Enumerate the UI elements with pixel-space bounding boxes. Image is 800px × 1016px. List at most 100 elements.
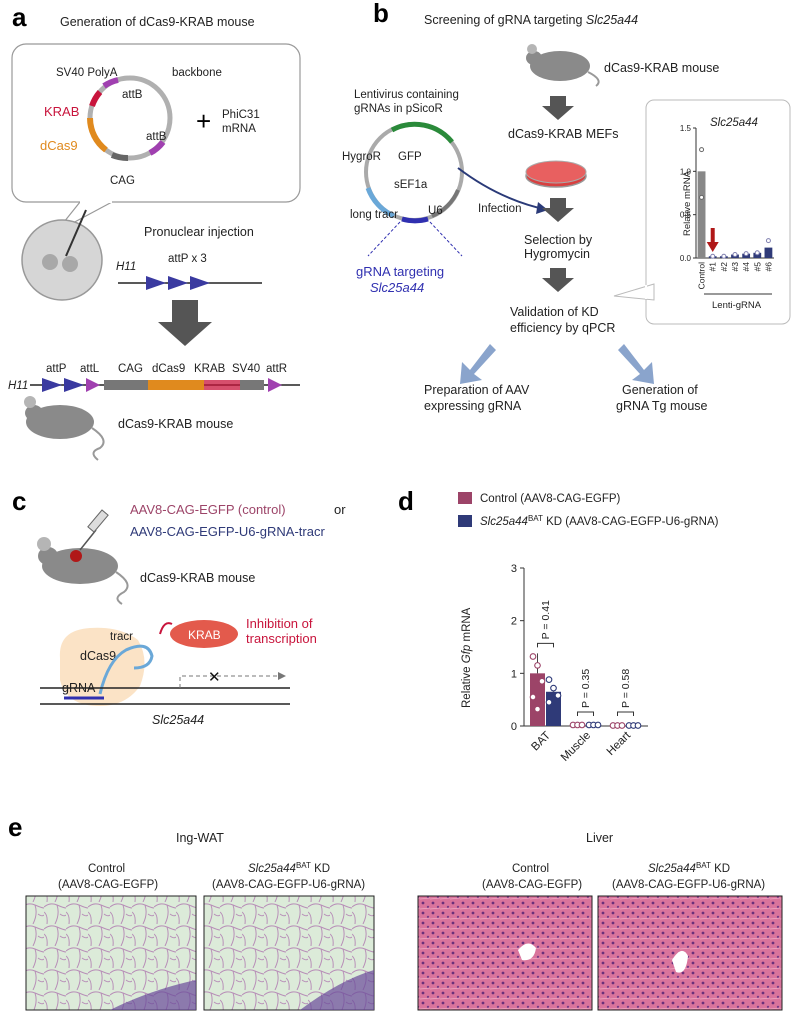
down-arrow-b2 xyxy=(542,198,574,222)
locus-krab: KRAB xyxy=(194,363,226,375)
inset-x-tick-label: Control xyxy=(697,262,707,290)
inset-point xyxy=(765,238,771,244)
tracr-segment xyxy=(365,187,396,219)
panel-e: e Ing-WAT Liver Control (AAV8-CAG-EGFP) … xyxy=(8,812,783,1011)
inset-x-tick-label: #5 xyxy=(752,262,762,272)
d-x-tick-label: Heart xyxy=(605,729,634,758)
inset-x-tick-label: #2 xyxy=(719,262,729,272)
attb-segment-1 xyxy=(102,77,119,89)
locus-sv40: SV40 xyxy=(232,363,260,375)
gfp-label: GFP xyxy=(398,151,422,163)
mouse-icon-c xyxy=(37,537,129,605)
inset-point xyxy=(710,253,716,259)
wat-kd-label-2: (AAV8-CAG-EGFP-U6-gRNA) xyxy=(212,879,365,891)
legend-swatch-kd xyxy=(458,515,472,527)
inset-x-tick-label: #3 xyxy=(730,262,740,272)
sef1a-label: sEF1a xyxy=(394,179,428,191)
cag-segment xyxy=(110,152,129,161)
validation-label-1: Validation of KD xyxy=(510,305,599,319)
inset-x-tick-label: #4 xyxy=(741,262,751,272)
inset-chart-title: Slc25a44 xyxy=(710,117,758,129)
wat-ctrl-label-1: Control xyxy=(88,863,125,875)
d-y-tick-label: 1 xyxy=(511,668,517,680)
attp-arrow-3 xyxy=(190,276,210,290)
d-pvalue: P = 0.35 xyxy=(580,669,592,708)
tg-label-1: Generation of xyxy=(622,383,698,397)
gene-label-c: Slc25a44 xyxy=(152,713,204,727)
krab-label-c: KRAB xyxy=(188,628,221,642)
panel-a-letter: a xyxy=(12,2,27,32)
d-y-label: Relative Gfp mRNA xyxy=(461,607,473,708)
lentivirus-label-1: Lentivirus containing xyxy=(354,89,459,101)
blocked-mark: ✕ xyxy=(208,669,221,686)
d-pvalue: P = 0.58 xyxy=(620,669,632,708)
attb-label-2: attB xyxy=(146,131,167,143)
liver-ctrl-label-2: (AAV8-CAG-EGFP) xyxy=(482,879,582,891)
krab-segment xyxy=(89,90,103,108)
panel-c-letter: c xyxy=(12,486,26,516)
panel-c: c AAV8-CAG-EGFP (control) or AAV8-CAG-EG… xyxy=(12,486,346,727)
tg-label-2: gRNA Tg mouse xyxy=(616,399,708,413)
selection-label-2: Hygromycin xyxy=(524,247,590,261)
dcas9-label-c: dCas9 xyxy=(80,649,116,663)
locus-h11: H11 xyxy=(8,380,28,392)
or-label: or xyxy=(334,502,346,517)
hygror-label: HygroR xyxy=(342,151,381,163)
attb-segment-2 xyxy=(148,140,166,156)
dcas9-shape xyxy=(59,627,145,706)
panel-d: d Control (AAV8-CAG-EGFP) Slc25a44BAT KD… xyxy=(398,486,719,764)
inset-point xyxy=(743,251,749,257)
d-x-tick-label: BAT xyxy=(529,730,553,754)
arrow-to-tg xyxy=(618,344,654,384)
liver-ctrl-label-1: Control xyxy=(512,863,549,875)
d-point xyxy=(538,677,546,685)
wat-ctrl-label-2: (AAV8-CAG-EGFP) xyxy=(58,879,158,891)
dcas9-segment xyxy=(87,117,108,153)
grna-segment xyxy=(401,216,429,224)
inset-y-tick-label: 1.0 xyxy=(680,167,692,176)
grna-label-c: gRNA xyxy=(62,681,96,695)
phic31-label-1: PhiC31 xyxy=(222,109,260,121)
inset-y-label: Relative mRNA xyxy=(682,170,693,236)
gfp-segment xyxy=(390,121,454,144)
selection-label-1: Selection by xyxy=(524,233,593,247)
locus-dcas9-block xyxy=(148,380,204,390)
inset-point xyxy=(699,194,705,200)
u6-segment xyxy=(431,189,460,218)
d-point xyxy=(578,721,586,729)
plus-sign: + xyxy=(196,106,211,136)
aav-prep-label-1: Preparation of AAV xyxy=(424,383,530,397)
d-point xyxy=(529,653,537,660)
d-bracket xyxy=(537,642,554,648)
aav-kd-label: AAV8-CAG-EGFP-U6-gRNA-tracr xyxy=(130,524,325,539)
d-point xyxy=(550,684,557,692)
liver-kd-label-1: Slc25a44BAT KD xyxy=(648,861,730,875)
d-point xyxy=(534,662,541,669)
attp-label: attP x 3 xyxy=(168,253,207,265)
d-point xyxy=(534,705,541,713)
panel-a: a Generation of dCas9-KRAB mouse SV40 Po… xyxy=(8,2,301,461)
d-y-tick-label: 3 xyxy=(511,563,517,575)
legend-label-kd: Slc25a44BAT KD (AAV8-CAG-EGFP-U6-gRNA) xyxy=(480,514,719,528)
locus-attl: attL xyxy=(80,363,100,375)
d-point xyxy=(545,676,553,684)
down-arrow-b1 xyxy=(542,96,574,120)
inset-group-label: Lenti-gRNA xyxy=(712,300,762,311)
d-pvalue: P = 0.41 xyxy=(540,600,552,639)
aav-prep-label-2: expressing gRNA xyxy=(424,399,522,413)
panel-b: b Screening of gRNA targeting Slc25a44 L… xyxy=(342,0,791,413)
aav-control-label: AAV8-CAG-EGFP (control) xyxy=(130,502,286,517)
down-arrow-a xyxy=(158,300,212,346)
histology-liver-control xyxy=(417,895,593,1011)
grna-target-label-1: gRNA targeting xyxy=(356,264,444,279)
locus-attp: attP xyxy=(46,363,67,375)
d-bracket xyxy=(577,711,594,716)
d-point xyxy=(618,722,626,729)
dcas9-label: dCas9 xyxy=(40,138,78,153)
h11-label-top: H11 xyxy=(116,261,136,273)
inhibition-label-1: Inhibition of xyxy=(246,616,313,631)
transcription-arrow xyxy=(179,675,278,688)
mouse-icon-b xyxy=(526,44,600,87)
locus-cag: CAG xyxy=(118,363,143,375)
backbone-label: backbone xyxy=(172,67,222,79)
